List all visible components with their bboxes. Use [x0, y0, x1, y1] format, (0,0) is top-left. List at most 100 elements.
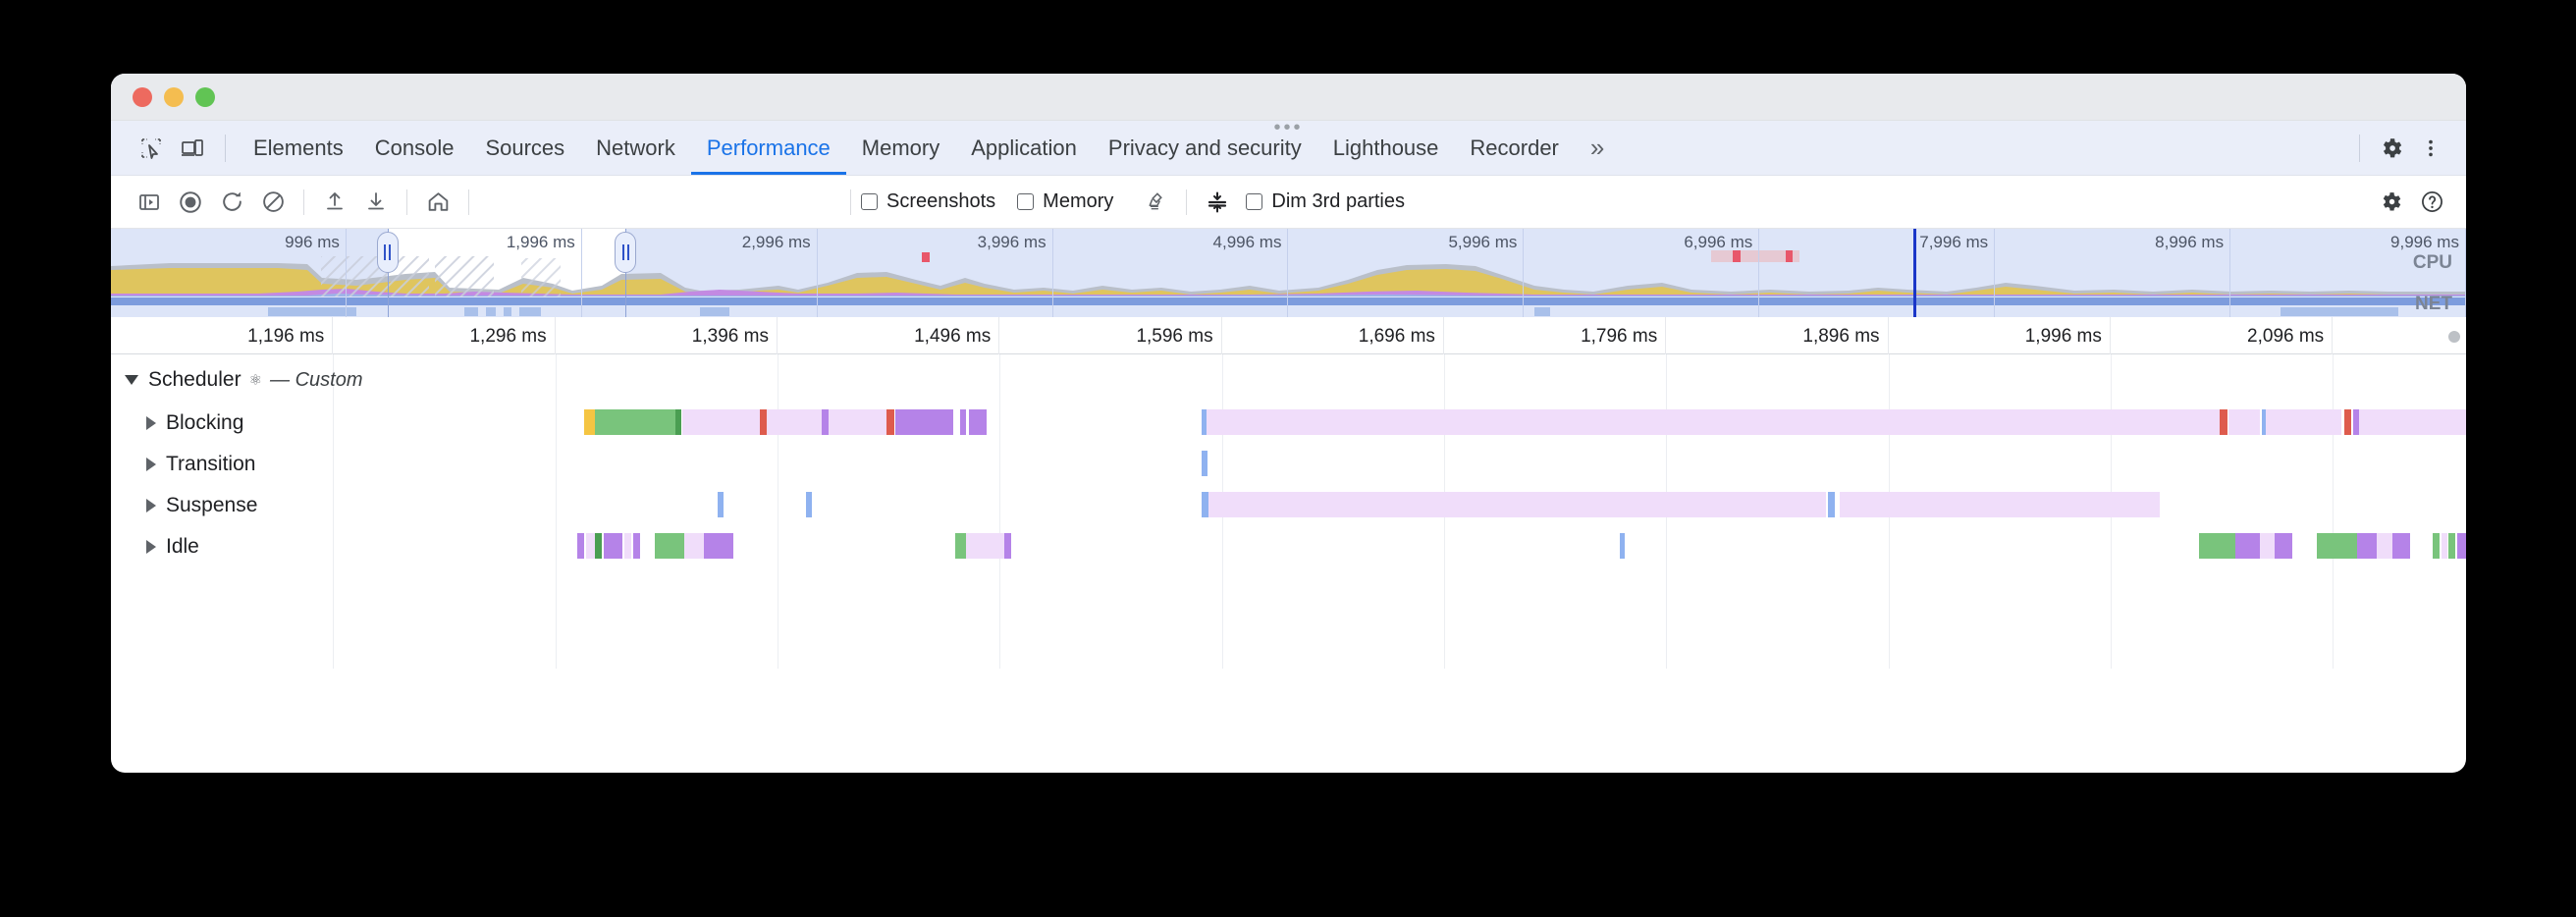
flame-event-bar[interactable]: [704, 533, 733, 559]
inspect-element-icon[interactable]: [131, 129, 172, 168]
tab-elements[interactable]: Elements: [253, 135, 344, 160]
settings-gear-icon[interactable]: [2372, 129, 2411, 168]
minimize-window-button[interactable]: [164, 86, 184, 107]
track-row-blocking[interactable]: Blocking: [111, 404, 2466, 443]
flame-event-bar[interactable]: [759, 409, 767, 435]
flame-event-bar[interactable]: [2266, 409, 2342, 435]
track-row-transition[interactable]: Transition: [111, 445, 2466, 484]
toggle-sidebar-icon[interactable]: [129, 183, 170, 222]
track-label-transition[interactable]: Transition: [111, 445, 255, 484]
flame-event-bar[interactable]: [1202, 409, 1207, 435]
memory-checkbox[interactable]: Memory: [1017, 190, 1113, 213]
collapse-tracks-icon[interactable]: [1197, 183, 1238, 222]
tab-recorder[interactable]: Recorder: [1470, 135, 1559, 160]
overview-right-resize-handle[interactable]: [615, 232, 637, 273]
tab-network[interactable]: Network: [596, 135, 675, 160]
flame-event-bar[interactable]: [2392, 533, 2411, 559]
overview-time-cursor[interactable]: [1913, 229, 1917, 317]
track-label-idle[interactable]: Idle: [111, 527, 199, 566]
flame-event-bar[interactable]: [595, 409, 675, 435]
flame-event-bar[interactable]: [2261, 409, 2267, 435]
tab-performance[interactable]: Performance: [691, 121, 846, 175]
flame-event-bar[interactable]: [1208, 492, 1827, 517]
expand-triangle-icon[interactable]: [146, 499, 156, 512]
flame-event-bar[interactable]: [1003, 533, 1011, 559]
flame-event-bar[interactable]: [2456, 533, 2466, 559]
flame-event-bar[interactable]: [577, 533, 585, 559]
track-group-label[interactable]: Scheduler ⚛ — Custom: [111, 360, 362, 400]
tab-sources[interactable]: Sources: [485, 135, 565, 160]
maximize-window-button[interactable]: [195, 86, 215, 107]
flame-event-bar[interactable]: [1202, 451, 1208, 476]
flame-event-bar[interactable]: [894, 409, 953, 435]
flame-event-bar[interactable]: [584, 409, 596, 435]
track-label-blocking[interactable]: Blocking: [111, 404, 243, 443]
tab-lighthouse[interactable]: Lighthouse: [1332, 135, 1439, 160]
flame-event-bar[interactable]: [1206, 409, 2220, 435]
flame-event-bar[interactable]: [766, 409, 823, 435]
dim-3rd-parties-checkbox[interactable]: Dim 3rd parties: [1246, 190, 1405, 213]
flame-event-bar[interactable]: [886, 409, 894, 435]
home-icon[interactable]: [417, 183, 458, 222]
flame-event-bar[interactable]: [2259, 533, 2276, 559]
flame-event-bar[interactable]: [968, 409, 987, 435]
screenshots-checkbox[interactable]: Screenshots: [861, 190, 995, 213]
help-icon[interactable]: [2411, 183, 2452, 222]
flame-event-bar[interactable]: [623, 533, 631, 559]
flame-event-bar[interactable]: [959, 409, 967, 435]
flame-event-bar[interactable]: [2275, 533, 2293, 559]
flame-event-bar[interactable]: [966, 533, 1004, 559]
flame-event-bar[interactable]: [1202, 492, 1209, 517]
flame-event-bar[interactable]: [586, 533, 596, 559]
more-options-icon[interactable]: [2411, 129, 2450, 168]
flame-event-bar[interactable]: [595, 533, 603, 559]
track-group-scheduler[interactable]: Scheduler ⚛ — Custom: [111, 360, 2466, 400]
track-row-idle[interactable]: Idle: [111, 527, 2466, 566]
flame-event-bar[interactable]: [1839, 492, 2160, 517]
flame-event-bar[interactable]: [632, 533, 640, 559]
download-profile-icon[interactable]: [355, 183, 397, 222]
upload-profile-icon[interactable]: [314, 183, 355, 222]
expand-triangle-icon[interactable]: [146, 540, 156, 554]
overview-left-resize-handle[interactable]: [376, 232, 399, 273]
flame-event-bar[interactable]: [829, 409, 886, 435]
flame-event-bar[interactable]: [604, 533, 622, 559]
close-window-button[interactable]: [133, 86, 152, 107]
flame-event-bar[interactable]: [2343, 409, 2352, 435]
flame-event-bar[interactable]: [2199, 533, 2235, 559]
dim-3rd-parties-checkbox-box[interactable]: [1246, 193, 1263, 210]
flame-event-bar[interactable]: [2317, 533, 2358, 559]
expand-triangle-icon[interactable]: [146, 458, 156, 471]
flame-event-bar[interactable]: [674, 409, 681, 435]
flame-event-bar[interactable]: [2227, 409, 2260, 435]
flame-chart-tracks[interactable]: Scheduler ⚛ — Custom Blocking Transition…: [111, 354, 2466, 669]
tab-memory[interactable]: Memory: [861, 135, 940, 160]
device-toolbar-icon[interactable]: [172, 129, 213, 168]
track-row-suspense[interactable]: Suspense: [111, 486, 2466, 525]
flame-event-bar[interactable]: [2219, 409, 2227, 435]
track-label-suspense[interactable]: Suspense: [111, 486, 257, 525]
capture-settings-gear-icon[interactable]: [2370, 183, 2411, 222]
flame-event-bar[interactable]: [2359, 409, 2466, 435]
clear-icon[interactable]: [252, 183, 294, 222]
flame-event-bar[interactable]: [655, 533, 684, 559]
tab-application[interactable]: Application: [971, 135, 1077, 160]
flame-event-bar[interactable]: [806, 492, 813, 517]
reload-and-record-icon[interactable]: [211, 183, 252, 222]
flame-event-bar[interactable]: [1828, 492, 1836, 517]
tab-privacy-and-security[interactable]: Privacy and security: [1107, 135, 1302, 160]
screenshots-checkbox-box[interactable]: [861, 193, 878, 210]
flame-event-bar[interactable]: [2234, 533, 2260, 559]
tab-console[interactable]: Console: [374, 135, 455, 160]
expand-triangle-icon[interactable]: [146, 416, 156, 430]
collapse-triangle-icon[interactable]: [125, 375, 138, 385]
flame-event-bar[interactable]: [681, 409, 760, 435]
resize-drag-handle[interactable]: •••: [1273, 117, 1304, 138]
flame-event-bar[interactable]: [1619, 533, 1626, 559]
flame-event-bar[interactable]: [955, 533, 967, 559]
flame-event-bar[interactable]: [2442, 533, 2447, 559]
flame-event-bar[interactable]: [717, 492, 724, 517]
garbage-collect-icon[interactable]: [1135, 183, 1176, 222]
flame-event-bar[interactable]: [2433, 533, 2440, 559]
